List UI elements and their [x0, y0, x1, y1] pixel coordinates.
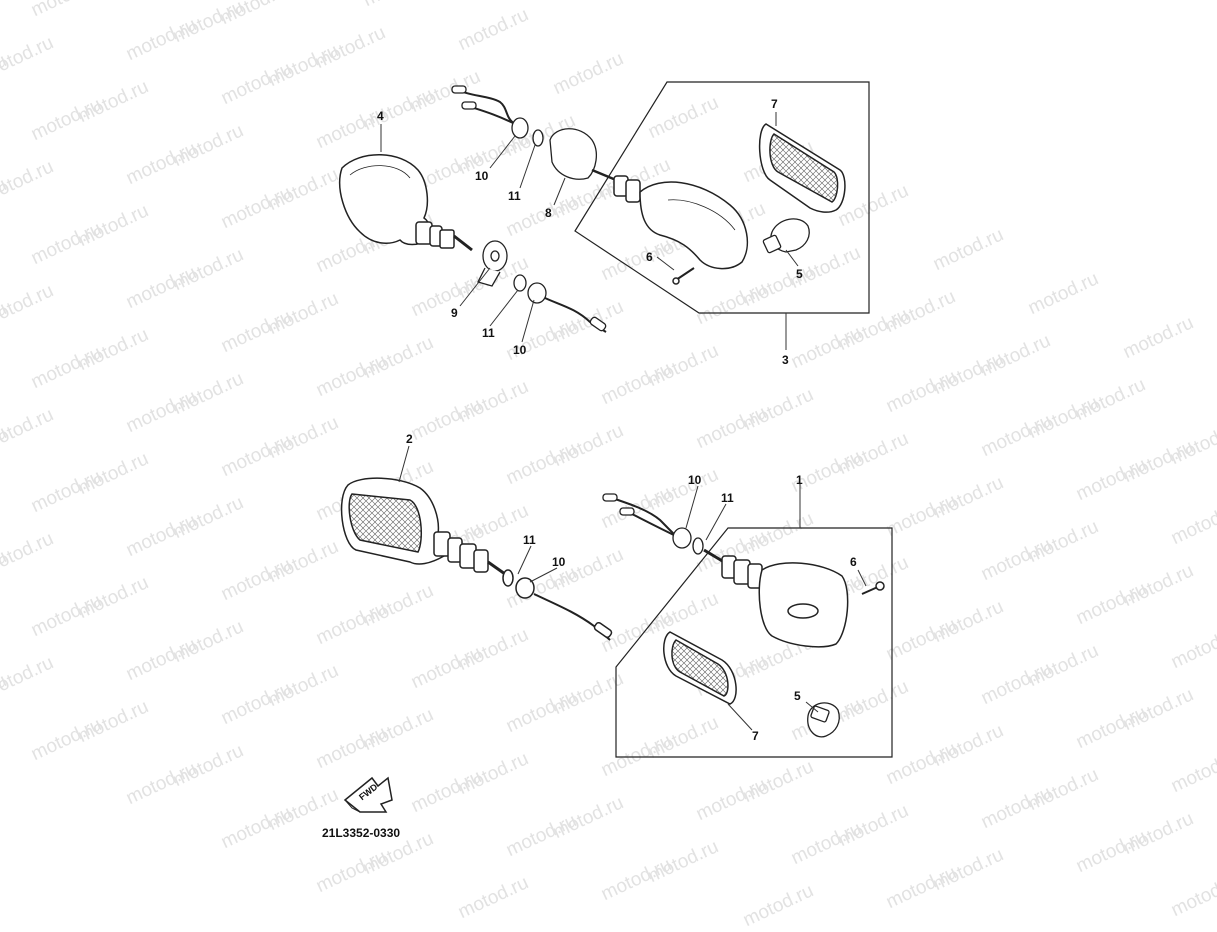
callout-9: 9 [451, 306, 458, 320]
callout-3: 3 [782, 353, 789, 367]
parts-illustration [338, 81, 893, 813]
callout-7: 7 [752, 729, 759, 743]
part-5-bulb-bottom [807, 702, 840, 738]
callout-1: 1 [796, 473, 803, 487]
callout-11: 11 [508, 189, 521, 203]
leader-lines-bottom [398, 445, 867, 731]
part-4-signal-housing [338, 154, 473, 252]
callout-10: 10 [552, 555, 566, 569]
callout-10: 10 [688, 473, 702, 487]
callout-11: 11 [482, 326, 495, 340]
callout-5: 5 [796, 267, 803, 281]
leader-lines-top [380, 112, 799, 350]
part-2-signal-housing [340, 477, 613, 641]
assembly-1-box [615, 527, 893, 758]
callout-10: 10 [475, 169, 489, 183]
part-7-lens-bottom [663, 631, 737, 705]
callout-7: 7 [771, 97, 778, 111]
callout-5: 5 [794, 689, 801, 703]
part-1-signal-housing [721, 555, 885, 648]
bottom-wire-harness [602, 493, 725, 564]
callout-6: 6 [646, 250, 653, 264]
callout-4: 4 [377, 109, 384, 123]
assembly-3-box [574, 81, 870, 314]
part-9-bracket [477, 240, 607, 333]
fwd-arrow-icon [343, 776, 393, 813]
callout-10: 10 [513, 343, 527, 357]
part-7-lens [758, 123, 846, 213]
callout-11: 11 [523, 533, 536, 547]
part-5-bulb [762, 218, 810, 254]
part-8-socket [451, 85, 641, 192]
part-3-signal-housing [613, 175, 749, 285]
callout-2: 2 [406, 432, 413, 446]
diagram-code: 21L3352-0330 [322, 826, 401, 840]
callout-11: 11 [721, 491, 734, 505]
callout-8: 8 [545, 206, 552, 220]
callout-6: 6 [850, 555, 857, 569]
